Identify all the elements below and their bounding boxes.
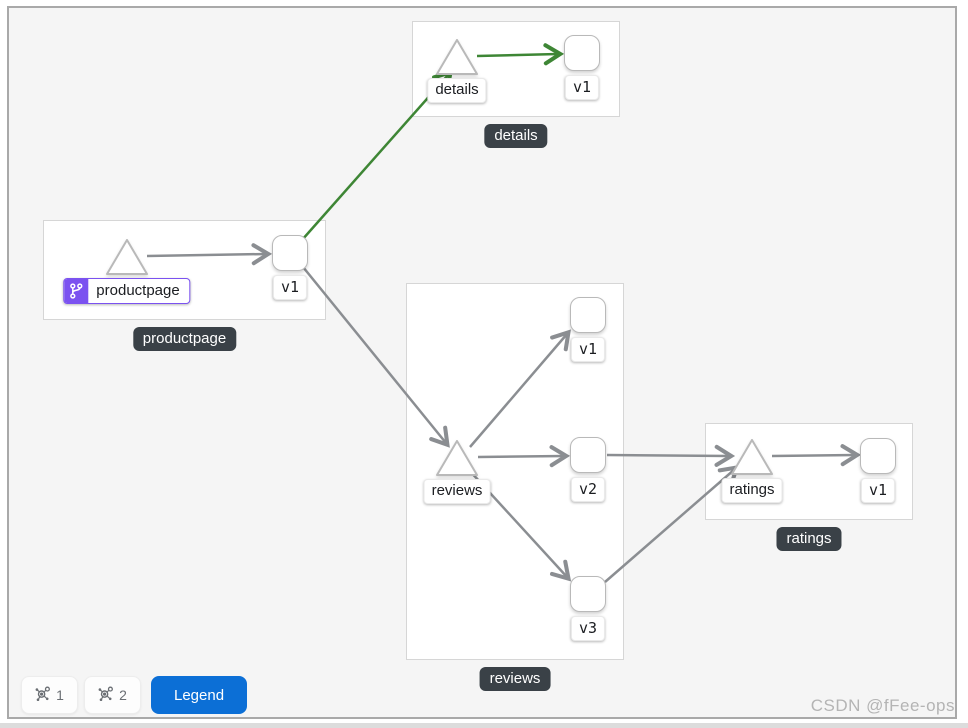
graph-view-2-button[interactable]: 2 (84, 676, 141, 714)
edge-productpage-v1-to-details-app[interactable] (301, 69, 454, 241)
node-productpage-v1[interactable] (272, 235, 308, 271)
node-ratings-v1[interactable] (860, 438, 896, 474)
group-badge-reviews[interactable]: reviews (479, 667, 551, 691)
node-label-ratings-app[interactable]: ratings (721, 478, 783, 503)
node-label-reviews-app[interactable]: reviews (423, 479, 491, 504)
edge-reviews-app-to-reviews-v2[interactable] (477, 445, 571, 468)
graph-view-2-label: 2 (119, 687, 127, 703)
node-reviews-v1[interactable] (570, 297, 606, 333)
node-productpage-app[interactable] (104, 237, 150, 282)
node-label-reviews-v2[interactable]: v2 (570, 477, 606, 502)
edge-details-app-to-details-v1[interactable] (476, 43, 565, 66)
node-label-reviews-v3[interactable]: v3 (570, 616, 606, 641)
group-badge-productpage[interactable]: productpage (132, 327, 237, 351)
edge-reviews-app-to-reviews-v1[interactable] (469, 329, 571, 448)
graph-view-1-button[interactable]: 1 (21, 676, 78, 714)
node-label-productpage-app[interactable]: productpage (63, 278, 191, 304)
node-ratings-app[interactable] (729, 437, 775, 482)
node-reviews-v3[interactable] (570, 576, 606, 612)
node-label-text: productpage (96, 281, 180, 299)
virtual-service-icon (64, 279, 89, 303)
topology-icon (98, 686, 114, 705)
edge-productpage-v1-to-reviews-app[interactable] (302, 266, 450, 448)
graph-toolbar: 1 2 Legend (21, 676, 248, 714)
edge-ratings-app-to-ratings-v1[interactable] (771, 444, 862, 467)
node-reviews-app[interactable] (434, 438, 480, 483)
node-label-ratings-v1[interactable]: v1 (860, 478, 896, 503)
edge-reviews-v3-to-ratings-app[interactable] (604, 464, 740, 583)
node-label-reviews-v1[interactable]: v1 (570, 337, 606, 362)
legend-button[interactable]: Legend (151, 676, 248, 714)
watermark: CSDN @fFee-ops (810, 696, 955, 715)
node-label-details-app[interactable]: details (427, 78, 487, 103)
node-details-v1[interactable] (564, 35, 600, 71)
edge-reviews-v2-to-ratings-app[interactable] (606, 444, 736, 467)
node-reviews-v2[interactable] (570, 437, 606, 473)
graph-view-1-label: 1 (56, 687, 64, 703)
node-label-details-v1[interactable]: v1 (564, 75, 600, 100)
topology-icon (35, 686, 51, 705)
edge-productpage-app-to-productpage-v1[interactable] (146, 243, 273, 266)
node-details-app[interactable] (434, 37, 480, 82)
group-badge-ratings[interactable]: ratings (776, 527, 842, 551)
group-badge-details[interactable]: details (484, 124, 548, 148)
node-label-productpage-v1[interactable]: v1 (272, 275, 308, 300)
bottom-scroll-strip (0, 723, 968, 728)
